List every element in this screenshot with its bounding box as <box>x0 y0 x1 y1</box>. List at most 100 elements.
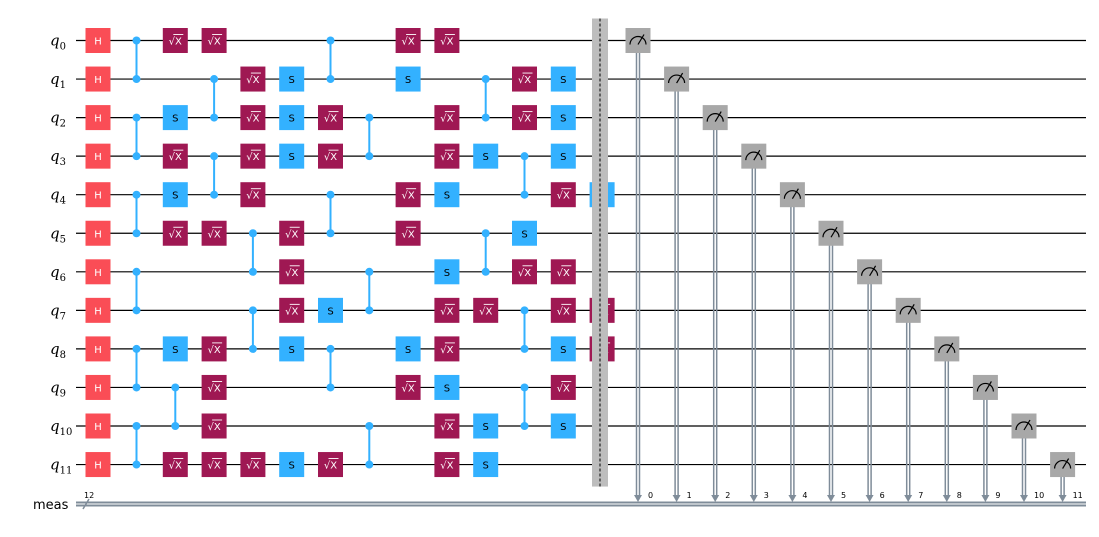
qubit-symbol: q <box>50 417 60 435</box>
classical-bit-index: 7 <box>918 491 923 500</box>
qubit-symbol: q <box>50 301 60 319</box>
meter-arc-icon <box>783 190 801 199</box>
s-gate-label: S <box>327 306 333 317</box>
measure-gate <box>818 220 844 246</box>
h-gate <box>85 452 111 478</box>
measure-arrow <box>827 495 835 502</box>
s-gate-label: S <box>444 383 450 394</box>
s-gate-label: S <box>444 191 450 202</box>
meter-needle-icon <box>1023 419 1031 431</box>
meter-needle-icon <box>830 226 838 238</box>
barrier <box>592 18 608 487</box>
classical-bit-index: 2 <box>725 491 730 500</box>
qubit-index: 10 <box>60 427 73 438</box>
sx-gate <box>162 220 188 246</box>
sx-gate <box>201 336 227 362</box>
h-gate-label: H <box>94 191 102 202</box>
sx-gate <box>201 413 227 439</box>
sx-gate-label: √X <box>324 461 337 472</box>
h-gate <box>85 105 111 131</box>
qubit-label: q6 <box>50 263 66 284</box>
control-dot <box>210 113 219 122</box>
s-gate <box>550 413 576 439</box>
classical-bit-index: 9 <box>995 491 1000 500</box>
control-dot <box>365 152 374 161</box>
sx-gate <box>201 374 227 400</box>
measure-arrow <box>981 495 990 502</box>
sx-gate-label: √X <box>440 461 453 472</box>
measure-arrow <box>904 495 913 502</box>
control-dot <box>481 113 490 122</box>
s-gate <box>279 105 305 131</box>
h-gate-label: H <box>94 37 102 48</box>
control-dot <box>171 383 180 392</box>
sx-gate <box>240 182 266 208</box>
measure-gate <box>972 374 998 400</box>
qubit-label: q2 <box>50 109 66 130</box>
s-gate <box>434 259 460 285</box>
control-dot <box>248 267 257 276</box>
s-gate-label: S <box>405 345 411 356</box>
control-dot <box>210 75 219 84</box>
measure-gate <box>625 28 651 53</box>
measure-gate <box>857 259 883 285</box>
classical-bit-index: 6 <box>880 491 885 500</box>
h-gate-label: H <box>94 345 102 356</box>
sx-gate-label: √X <box>518 268 531 279</box>
s-gate-label: S <box>560 114 566 125</box>
s-gate-label: S <box>483 461 489 472</box>
qubit-index: 9 <box>60 388 66 399</box>
sx-gate-label: √X <box>285 268 298 279</box>
s-gate <box>162 105 188 131</box>
control-dot <box>132 460 141 469</box>
sx-gate-label: √X <box>285 306 298 317</box>
measure-gate <box>779 182 805 208</box>
sx-gate <box>318 105 343 131</box>
s-gate <box>162 182 188 208</box>
s-gate <box>434 182 460 208</box>
s-gate-label: S <box>172 345 178 356</box>
s-gate <box>162 336 188 362</box>
s-gate-label: S <box>560 75 566 86</box>
qubit-symbol: q <box>50 147 60 165</box>
h-gate <box>85 336 111 362</box>
sx-gate <box>395 28 421 53</box>
control-dot <box>520 190 529 199</box>
sx-gate-label: √X <box>246 114 259 125</box>
sx-gate <box>240 105 266 131</box>
register-size-label: 12 <box>84 491 94 500</box>
control-dot <box>326 383 335 392</box>
sx-gate <box>318 452 343 478</box>
control-dot <box>481 75 490 84</box>
sx-gate-label: √X <box>207 383 220 394</box>
h-gate <box>85 28 111 53</box>
s-gate-label: S <box>289 114 295 125</box>
control-dot <box>248 344 257 353</box>
meter-needle-icon <box>984 381 992 392</box>
h-gate <box>85 66 111 92</box>
control-dot <box>326 75 335 84</box>
s-gate <box>318 297 343 323</box>
sx-gate-label: √X <box>401 191 414 202</box>
control-dot <box>365 113 374 122</box>
qubit-index: 2 <box>60 119 66 130</box>
h-gate-label: H <box>94 152 102 163</box>
control-dot <box>132 383 141 392</box>
control-dot <box>132 190 141 199</box>
sx-gate-label: √X <box>285 229 298 240</box>
s-gate <box>550 143 576 169</box>
control-dot <box>520 306 529 315</box>
sx-gate-label: √X <box>207 229 220 240</box>
s-gate-label: S <box>172 114 178 125</box>
sx-gate <box>434 28 460 53</box>
sx-gate <box>550 259 576 285</box>
s-gate-label: S <box>521 229 527 240</box>
control-dot <box>132 422 141 430</box>
sx-gate <box>512 259 537 285</box>
classical-bit-index: 3 <box>764 491 769 500</box>
sx-gate <box>162 452 188 478</box>
meter-needle-icon <box>714 111 722 122</box>
sx-gate-label: √X <box>557 306 570 317</box>
sx-gate-label: √X <box>207 345 220 356</box>
s-gate-label: S <box>560 345 566 356</box>
